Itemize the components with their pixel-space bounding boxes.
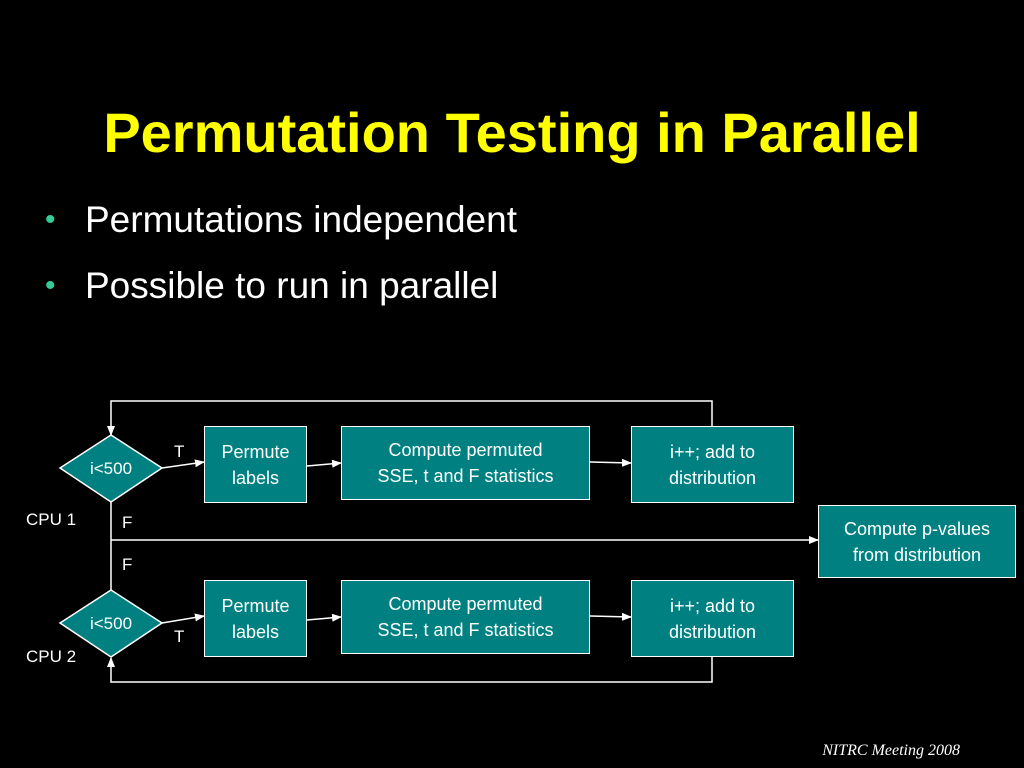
bullet-item: • Possible to run in parallel: [45, 253, 517, 319]
cpu1-edge-compute-to-increment: [589, 458, 632, 467]
cpu2-decision-label: i<500: [89, 614, 133, 633]
cpu1-false-label: F: [122, 513, 133, 532]
compute-p-values-box: Compute p-values from distribution: [818, 505, 1016, 578]
cpu2-edge-true: [161, 613, 205, 624]
cpu2-false-label: F: [122, 555, 133, 574]
cpu1-permute-labels-box: Permute labels: [204, 426, 307, 503]
bullet-list: • Permutations independent • Possible to…: [45, 187, 517, 319]
cpu2-decision-diamond: [58, 589, 164, 658]
cpu2-permute-labels-box: Permute labels: [204, 580, 307, 657]
slide-title: Permutation Testing in Parallel: [103, 101, 921, 164]
cpu1-decision-label: i<500: [89, 459, 133, 478]
cpu2-edge-permute-to-compute: [306, 613, 342, 622]
bullet-marker-icon: •: [45, 269, 56, 302]
cpu2-label: CPU 2: [26, 647, 77, 666]
cpu2-true-label: T: [174, 627, 185, 646]
cpu1-label: CPU 1: [26, 510, 77, 529]
bullet-marker-icon: •: [45, 203, 56, 236]
footer-text: NITRC Meeting 2008: [822, 742, 960, 759]
cpu2-loop-edge: [107, 657, 713, 683]
bullet-text: Permutations independent: [85, 199, 517, 240]
cpu2-increment-add-box: i++; add to distribution: [631, 580, 794, 657]
bullet-text: Possible to run in parallel: [85, 265, 499, 306]
cpu1-true-label: T: [174, 442, 185, 461]
cpu1-increment-add-box: i++; add to distribution: [631, 426, 794, 503]
cpu1-edge-true: [161, 459, 205, 469]
cpu2-compute-statistics-box: Compute permuted SSE, t and F statistics: [341, 580, 590, 654]
cpu1-loop-edge: [107, 400, 713, 436]
cpu1-compute-statistics-box: Compute permuted SSE, t and F statistics: [341, 426, 590, 500]
cpu1-edge-permute-to-compute: [306, 459, 342, 468]
cpu2-edge-compute-to-increment: [589, 612, 632, 621]
cpu1-decision-diamond: [58, 434, 164, 503]
bullet-item: • Permutations independent: [45, 187, 517, 253]
